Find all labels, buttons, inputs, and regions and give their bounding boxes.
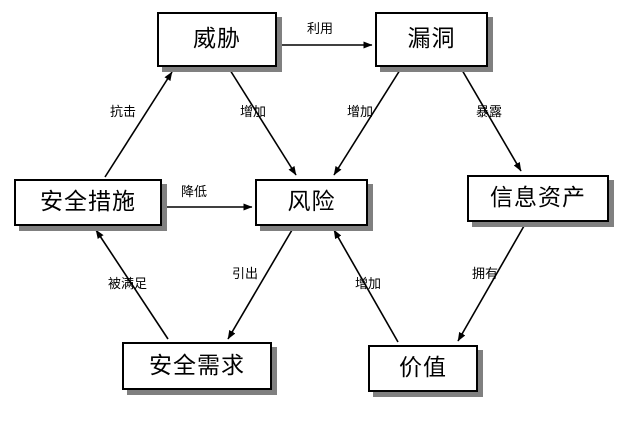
edge-label-requirement-satisfied-by-safeguard: 被满足 (108, 277, 148, 292)
edge-label-safeguard-resists-threat: 抗击 (110, 105, 137, 120)
edge-vulnerability-exposes-asset (461, 69, 522, 172)
edge-label-risk-derives-requirement: 引出 (232, 267, 259, 282)
node-value[interactable]: 价值 (368, 345, 478, 392)
node-label-requirement: 安全需求 (149, 352, 245, 379)
edge-safeguard-resists-threat (104, 71, 173, 178)
node-risk[interactable]: 风险 (255, 179, 368, 226)
edge-vulnerability-increases-risk (333, 69, 401, 176)
node-threat[interactable]: 威胁 (157, 12, 277, 67)
node-asset[interactable]: 信息资产 (467, 175, 609, 222)
edge-label-value-increases-risk: 增加 (355, 277, 382, 292)
node-requirement[interactable]: 安全需求 (122, 342, 272, 390)
node-label-value: 价值 (399, 355, 447, 381)
node-vulnerability[interactable]: 漏洞 (375, 12, 488, 67)
node-label-risk: 风险 (287, 189, 336, 215)
edge-requirement-satisfied-by-safeguard (95, 229, 169, 340)
edge-label-safeguard-reduces-risk: 降低 (181, 185, 208, 200)
edge-risk-derives-requirement (227, 229, 293, 340)
node-label-safeguard: 安全措施 (40, 189, 136, 215)
edge-label-vulnerability-exposes-asset: 暴露 (476, 105, 503, 120)
edge-label-vulnerability-increases-risk: 增加 (347, 105, 374, 120)
node-label-threat: 威胁 (193, 26, 241, 52)
edge-threat-increases-risk (229, 69, 297, 176)
node-label-vulnerability: 漏洞 (407, 26, 456, 52)
node-safeguard[interactable]: 安全措施 (14, 179, 162, 226)
edge-label-threat-exploits-vulnerability: 利用 (307, 22, 334, 37)
edge-label-threat-increases-risk: 增加 (240, 105, 267, 120)
edge-label-asset-owns-value: 拥有 (472, 267, 499, 282)
node-label-asset: 信息资产 (490, 185, 586, 211)
edge-value-increases-risk (333, 229, 399, 343)
edge-asset-owns-value (457, 225, 525, 342)
